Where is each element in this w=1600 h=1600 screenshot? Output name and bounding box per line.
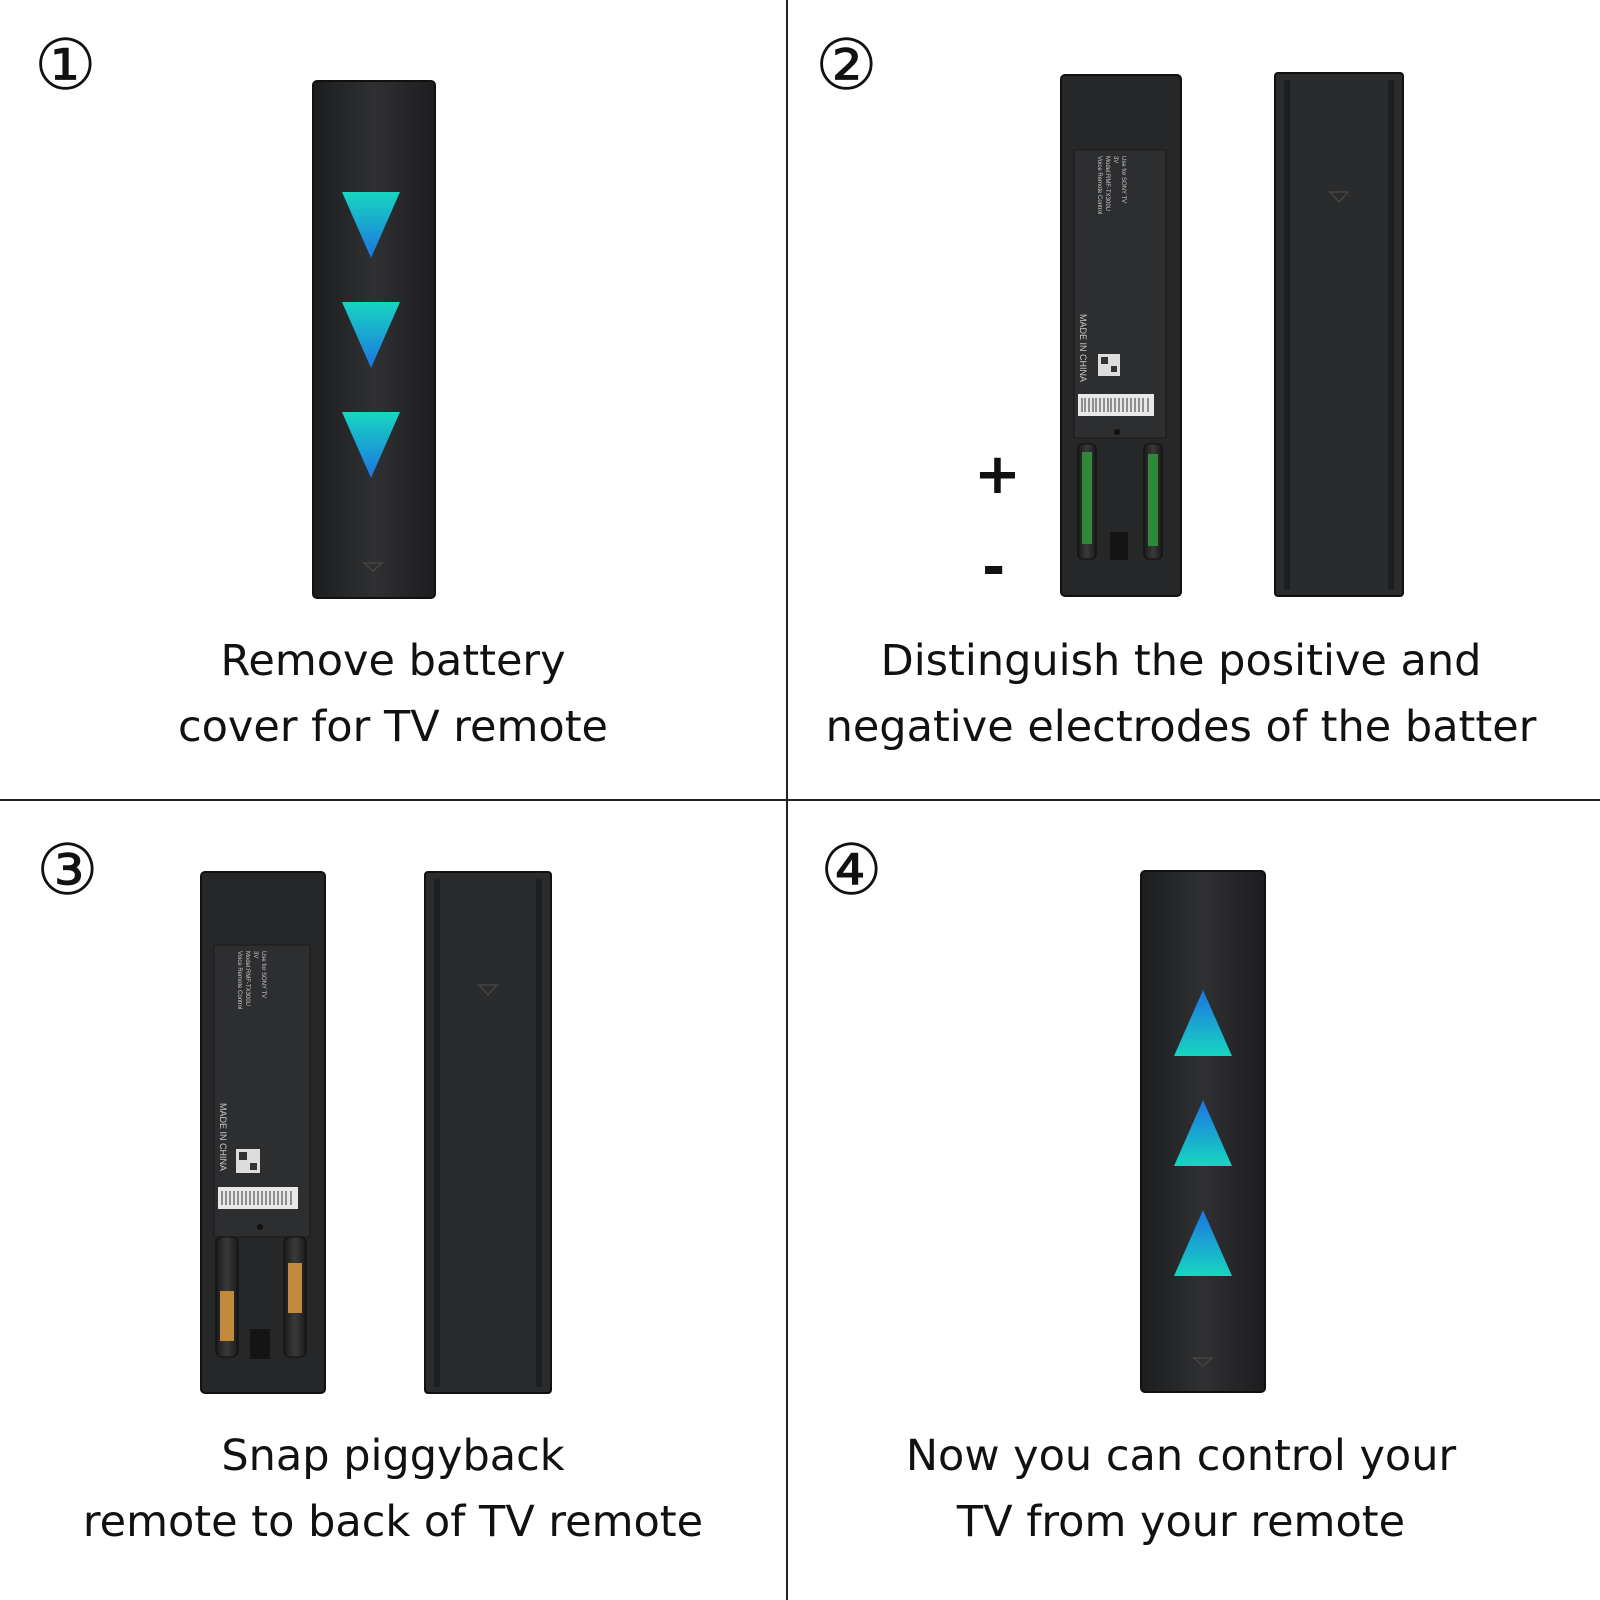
remote-back-open-illustration: Voice Remote Control Model:RMF-TX300U 3V… [1060,74,1182,597]
remote-back-with-batteries-illustration: Voice Remote Control Model:RMF-TX300U 3V… [200,871,326,1394]
horizontal-divider [0,799,1600,801]
step-1-panel: ① Remove battery cover for TV remote [0,0,786,799]
arrow-up-icon [1174,1100,1232,1166]
step-3-caption: Snap piggyback remote to back of TV remo… [0,1423,786,1555]
step-4-caption-line-1: Now you can control your [905,1431,1457,1481]
step-2-caption-line-1: Distinguish the positive and [880,636,1482,686]
arrow-down-icon [342,302,400,368]
step-2-caption: Distinguish the positive and negative el… [788,628,1574,760]
step-3-caption-line-2: remote to back of TV remote [82,1497,704,1547]
step-3-panel: ③ Voice Remote Control Model:RMF-TX300U … [0,801,786,1600]
svg-text:Voice Remote Control: Voice Remote Control [236,951,242,1009]
step-3-caption-line-1: Snap piggyback [221,1431,565,1481]
arrow-up-icon [1174,1210,1232,1276]
arrow-down-icon [342,192,400,258]
step-3-number: ③ [36,829,99,911]
label-line-1: Voice Remote Control [1096,156,1102,214]
step-1-caption: Remove battery cover for TV remote [0,628,786,760]
arrow-up-icon [1174,990,1232,1056]
svg-text:MADE IN CHINA: MADE IN CHINA [218,1103,228,1171]
step-4-caption: Now you can control your TV from your re… [788,1423,1574,1555]
battery-cover-illustration [1274,72,1404,597]
step-1-caption-line-1: Remove battery [220,636,566,686]
svg-text:3V: 3V [252,951,258,958]
battery-cover-illustration [424,871,552,1394]
svg-text:Use for SONY TV: Use for SONY TV [260,951,266,998]
step-1-caption-line-2: cover for TV remote [177,702,609,752]
label-line-2: Model:RMF-TX300U [1104,156,1110,211]
step-2-caption-line-2: negative electrodes of the batter [825,702,1537,752]
label-line-3: 3V [1112,156,1118,163]
label-line-4: Use for SONY TV [1120,156,1126,203]
step-2-number: ② [815,24,878,106]
arrow-down-icon [342,412,400,478]
step-1-number: ① [34,24,97,106]
step-4-number: ④ [820,829,883,911]
step-4-caption-line-2: TV from your remote [956,1497,1406,1547]
step-2-panel: ② + - Voice Remote Control Model:RMF-TX3… [788,0,1574,799]
minus-sign: - [982,535,1006,600]
svg-text:Model:RMF-TX300U: Model:RMF-TX300U [244,951,250,1006]
remote-front-illustration [312,80,436,599]
plus-sign: + [974,442,1021,507]
remote-front-illustration [1140,870,1266,1393]
step-4-panel: ④ Now you can control your TV from your … [788,801,1574,1600]
made-in-china-label: MADE IN CHINA [1078,314,1088,382]
